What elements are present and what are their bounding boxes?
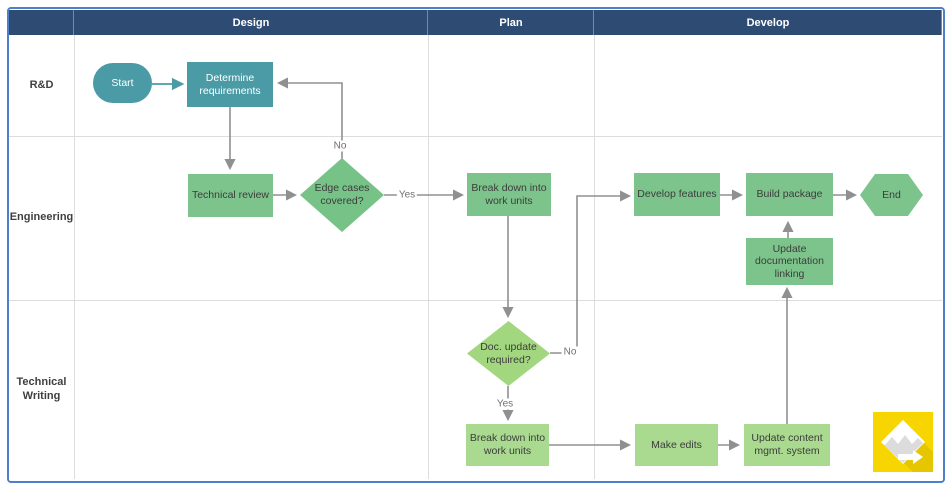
node-update-documentation-linking[interactable]: Update documentation linking xyxy=(746,238,833,285)
column-header-plan: Plan xyxy=(428,10,594,35)
diamond-shape xyxy=(300,158,384,232)
node-doc-update-decision[interactable]: Doc. update required? xyxy=(467,321,550,386)
node-determine-requirements[interactable]: Determine requirements xyxy=(187,62,273,107)
grid-vline-labels xyxy=(74,35,75,479)
node-build-package[interactable]: Build package xyxy=(746,173,833,216)
end-label: End xyxy=(882,188,901,201)
node-breakdown-work-units-bottom[interactable]: Break down into work units xyxy=(466,424,549,466)
grid-vline-design-plan xyxy=(428,35,429,479)
decision-label: Doc. update required? xyxy=(480,340,537,366)
edge-edgecases-no-to-determine xyxy=(276,77,343,160)
node-technical-review[interactable]: Technical review xyxy=(188,174,273,217)
node-start[interactable]: Start xyxy=(93,63,152,103)
node-make-edits[interactable]: Make edits xyxy=(635,424,718,466)
grid-vline-plan-develop xyxy=(594,35,595,479)
node-end[interactable]: End xyxy=(860,174,923,216)
decision-label: Edge cases covered? xyxy=(314,182,370,207)
grid-hline-engineering-techwriting xyxy=(9,300,942,301)
hexagon-shape xyxy=(860,174,923,216)
logo-icon xyxy=(873,412,933,472)
edge-docupdate-no-to-develop xyxy=(550,190,632,354)
diamond-shape xyxy=(467,321,550,386)
edge-label-no-bottom: No xyxy=(561,346,579,358)
column-header-develop: Develop xyxy=(594,10,942,35)
lane-label-rd: R&D xyxy=(29,78,54,91)
lane-label-engineering: Engineering xyxy=(9,211,74,224)
node-develop-features[interactable]: Develop features xyxy=(634,173,720,216)
grid-hline-rd-engineering xyxy=(9,136,942,137)
node-update-content-mgmt-system[interactable]: Update content mgmt. system xyxy=(744,424,830,466)
lane-label-technical-writing: Technical Writing xyxy=(16,375,67,402)
edge-label-yes-top: Yes xyxy=(396,189,418,201)
header-stub-cell xyxy=(9,10,74,35)
column-header-design: Design xyxy=(74,10,428,35)
edge-label-no-top: No xyxy=(331,140,349,152)
app-watermark-logo[interactable] xyxy=(873,412,933,472)
node-breakdown-work-units-top[interactable]: Break down into work units xyxy=(467,173,551,216)
node-edge-cases-decision[interactable]: Edge cases covered? xyxy=(300,158,384,232)
edge-label-yes-bottom: Yes xyxy=(494,398,516,410)
